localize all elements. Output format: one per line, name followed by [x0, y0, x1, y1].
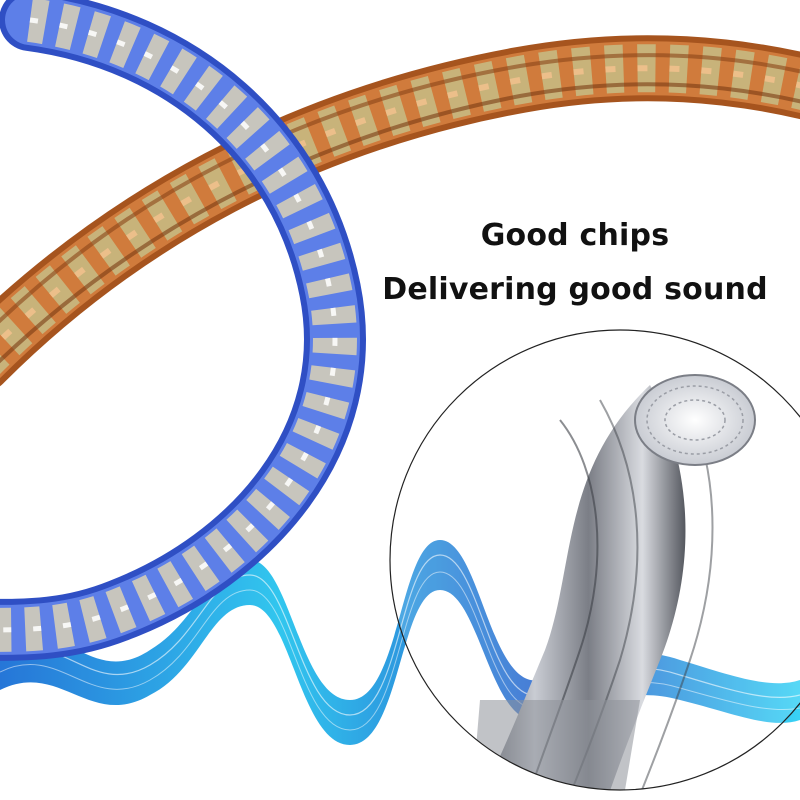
blue-braided-cable-icon — [0, 0, 366, 661]
copper-braided-cable-icon — [0, 35, 800, 386]
wire-strands-magnifier-icon — [389, 329, 800, 791]
headline: Good chips Delivering good sound — [380, 210, 770, 318]
headline-line-2: Delivering good sound — [382, 272, 768, 307]
headline-line-1: Good chips — [480, 218, 670, 253]
